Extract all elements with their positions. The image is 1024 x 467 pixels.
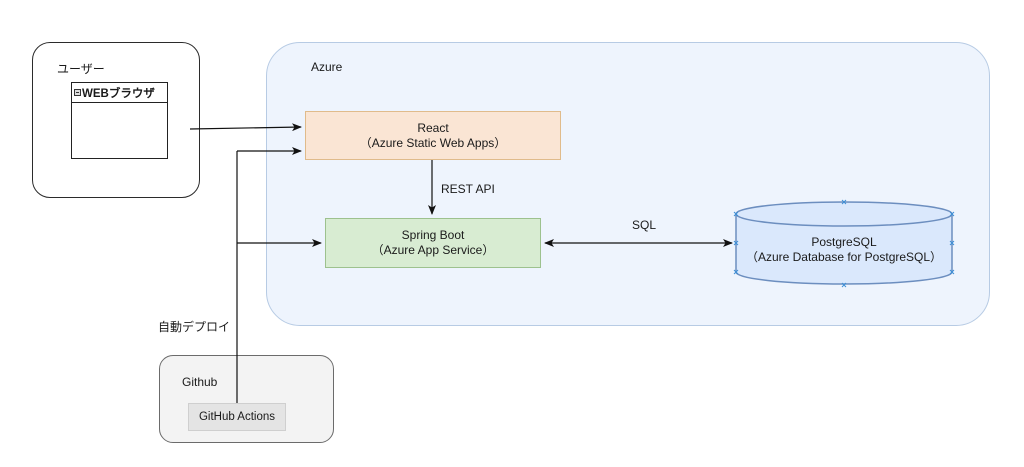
react-node[interactable]: React （Azure Static Web Apps） (305, 111, 561, 160)
minimize-icon (74, 89, 81, 96)
rest-api-label: REST API (441, 182, 495, 196)
selection-handles (733, 199, 955, 288)
github-actions-node[interactable]: GitHub Actions (188, 403, 286, 431)
postgresql-cylinder[interactable] (733, 199, 955, 288)
postgres-node-title: PostgreSQL (811, 235, 877, 249)
postgres-node-subtitle: （Azure Database for PostgreSQL） (745, 250, 943, 264)
browser-to-react-arrow (189, 123, 302, 132)
react-node-title: React (417, 120, 449, 135)
browser-titlebar: WEBブラウザ (72, 83, 167, 103)
browser-title: WEBブラウザ (82, 87, 155, 100)
user-region-label: ユーザー (57, 62, 105, 76)
spring-boot-node[interactable]: Spring Boot （Azure App Service） (325, 218, 541, 268)
react-node-subtitle: （Azure Static Web Apps） (359, 135, 507, 150)
spring-node-subtitle: （Azure App Service） (371, 243, 495, 257)
postgresql-node-label: PostgreSQL （Azure Database for PostgreSQ… (736, 225, 952, 275)
auto-deploy-label: 自動デプロイ (158, 320, 231, 334)
web-browser-window[interactable]: WEBブラウザ (71, 82, 168, 159)
github-region-label: Github (182, 375, 218, 389)
sql-label: SQL (632, 218, 657, 232)
azure-region-label: Azure (311, 60, 343, 74)
spring-node-title: Spring Boot (401, 228, 465, 242)
